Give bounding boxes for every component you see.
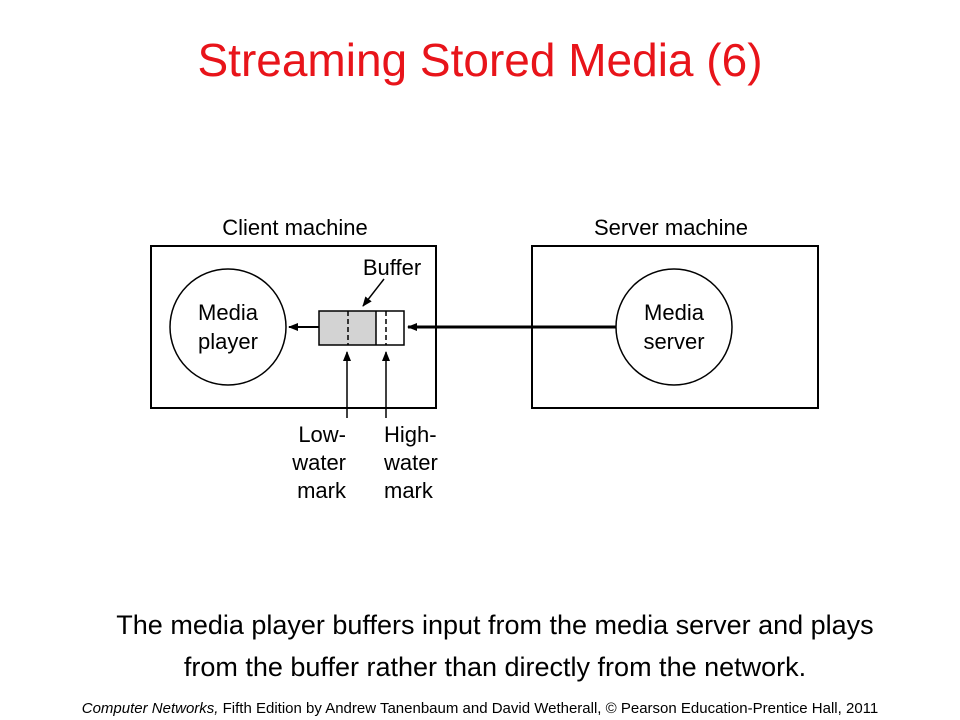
caption: The media player buffers input from the … — [30, 604, 960, 688]
buffer-pointer-arrow — [362, 278, 385, 307]
slide-title: Streaming Stored Media (6) — [197, 34, 763, 86]
low-water-mark-label-line3: mark — [297, 478, 347, 503]
low-water-mark-label-line1: Low- — [298, 422, 346, 447]
caption-line2: from the buffer rather than directly fro… — [183, 652, 807, 682]
high-water-mark-label-line3: mark — [384, 478, 434, 503]
media-server-label-line1: Media — [644, 300, 705, 325]
media-player-label-line2: player — [198, 329, 258, 354]
footer-book-title: Computer Networks, — [81, 700, 219, 717]
media-player-label-line1: Media — [198, 300, 259, 325]
server-machine-label: Server machine — [594, 215, 748, 240]
media-server-circle — [615, 268, 733, 386]
media-server-label-line2: server — [643, 329, 704, 354]
media-player-circle — [169, 268, 287, 386]
caption-line1: The media player buffers input from the … — [116, 610, 874, 640]
low-water-mark-label-line2: water — [291, 450, 346, 475]
copyright-footer: Computer Networks, Fifth Edition by Andr… — [0, 700, 960, 717]
high-water-mark-label-line1: High- — [384, 422, 437, 447]
high-water-mark-label-line2: water — [383, 450, 438, 475]
client-machine-label: Client machine — [222, 215, 368, 240]
footer-credits: Fifth Edition by Andrew Tanenbaum and Da… — [218, 700, 879, 717]
buffer-label: Buffer — [363, 255, 421, 280]
